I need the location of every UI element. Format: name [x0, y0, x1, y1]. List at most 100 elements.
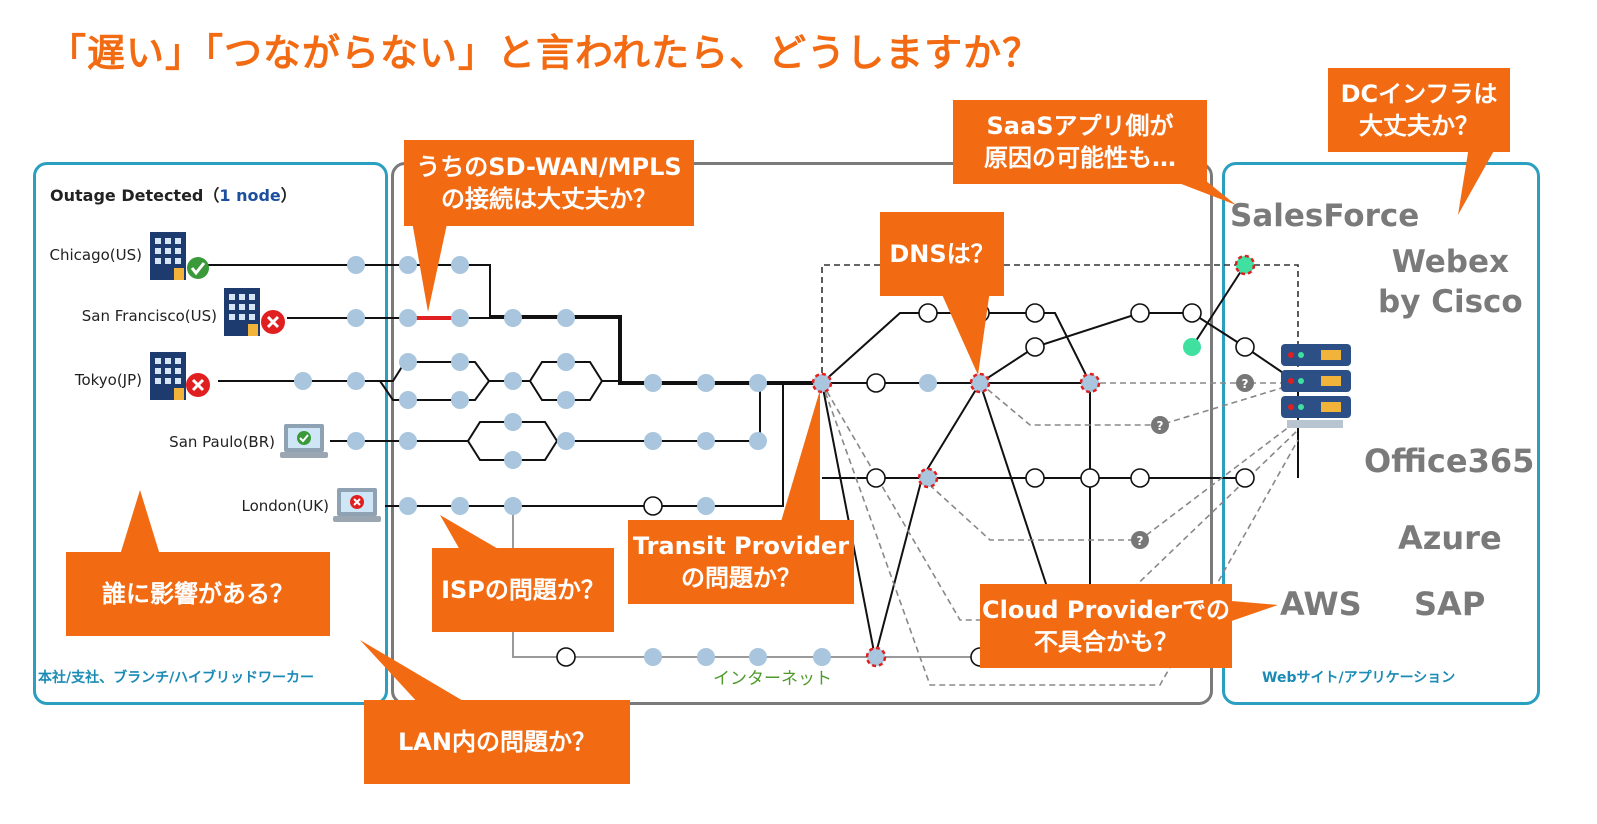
network-node — [399, 309, 417, 327]
app-azure[interactable]: Azure — [1398, 519, 1502, 557]
callout-cloud-line1: Cloud Providerでの — [981, 595, 1231, 624]
callout-pointer — [410, 210, 450, 312]
network-node — [451, 309, 469, 327]
laptop-icon — [280, 424, 328, 458]
network-node — [399, 391, 417, 409]
callout-transit: Transit Provider の問題か？ — [628, 520, 854, 604]
path-bold-backbone — [490, 315, 822, 385]
fault-node — [1079, 372, 1101, 394]
path-salesforce — [1191, 264, 1246, 348]
callout-pointer — [1220, 600, 1278, 625]
network-node-white — [1025, 337, 1045, 357]
app-sap[interactable]: SAP — [1414, 585, 1486, 623]
branch-panel-footer: 本社/支社、ブランチ/ハイブリッドワーカー — [38, 670, 314, 686]
callout-dc-line2: 大丈夫か？ — [1358, 112, 1479, 140]
callout-sdwan-line1: うちのSD-WAN/MPLS — [416, 152, 682, 181]
network-node-white — [1025, 303, 1045, 323]
network-node — [644, 374, 662, 392]
network-node — [749, 374, 767, 392]
location-san-paulo[interactable]: San Paulo(BR) — [169, 433, 275, 451]
fault-node — [865, 646, 887, 668]
network-node — [749, 432, 767, 450]
fault-node — [917, 467, 939, 489]
location-san-francisco[interactable]: San Francisco(US) — [81, 307, 217, 325]
app-webex-line2: by Cisco — [1378, 284, 1523, 321]
callout-isp-text: ISPの問題か？ — [441, 575, 605, 604]
application-panel — [1222, 162, 1540, 705]
outage-node-count: 1 node — [219, 186, 281, 205]
network-node — [557, 353, 575, 371]
unknown-marker-icon — [1236, 374, 1254, 392]
network-node — [504, 413, 522, 431]
network-node-white — [918, 303, 938, 323]
callout-dc: DCインフラは大丈夫か？ — [1328, 68, 1510, 152]
network-node-white — [1130, 303, 1150, 323]
path-saopaulo — [330, 383, 761, 442]
callout-pointer — [120, 490, 160, 555]
dashed-path-3 — [921, 419, 1299, 541]
network-node — [557, 309, 575, 327]
network-node — [451, 353, 469, 371]
callout-transit-line2: の問題か？ — [681, 564, 801, 592]
app-aws[interactable]: AWS — [1280, 585, 1362, 623]
location-chicago[interactable]: Chicago(US) — [49, 246, 143, 264]
callout-pointer — [1458, 140, 1500, 215]
network-node-white — [1080, 468, 1100, 488]
callout-isp: ISPの問題か？ — [432, 548, 614, 632]
network-node — [294, 372, 312, 390]
network-node-white — [1130, 468, 1150, 488]
network-node — [504, 372, 522, 390]
laptop-icon — [333, 488, 381, 522]
network-node — [451, 391, 469, 409]
network-node — [399, 256, 417, 274]
callout-transit-line1: Transit Provider — [632, 531, 850, 560]
location-london[interactable]: London(UK) — [241, 497, 329, 515]
network-node-white — [1235, 337, 1255, 357]
page-title: 「遅い」「つながらない」と言われたら、どうしますか？ — [48, 31, 1042, 75]
network-node — [697, 648, 715, 666]
network-node — [697, 497, 715, 515]
outage-detected-header: Outage Detected（1 node） — [50, 182, 297, 206]
callout-pointer — [780, 390, 820, 525]
network-node — [347, 372, 365, 390]
unknown-marker-icon — [1131, 531, 1149, 549]
callout-saas-line2: 原因の可能性も… — [984, 144, 1176, 172]
healthy-node — [1183, 338, 1201, 356]
app-office365[interactable]: Office365 — [1364, 442, 1535, 480]
callout-who-text: 誰に影響がある？ — [102, 579, 294, 608]
network-node — [813, 648, 831, 666]
callout-who: 誰に影響がある？ — [66, 552, 330, 636]
unknown-marker-icon — [1151, 416, 1169, 434]
path-cloud — [979, 382, 1049, 591]
dashed-path-1 — [979, 382, 1299, 426]
network-node — [749, 648, 767, 666]
network-node — [399, 353, 417, 371]
dashed-dns-path — [821, 264, 1299, 383]
network-node — [697, 432, 715, 450]
network-node-white — [643, 496, 663, 516]
svg-text:?: ? — [1242, 377, 1249, 391]
callout-lan-text: LAN内の問題か？ — [398, 727, 596, 756]
office-building-icon — [150, 352, 210, 400]
svg-text:?: ? — [1157, 419, 1164, 433]
callout-dc-line1: DCインフラは — [1340, 79, 1498, 108]
network-node — [451, 497, 469, 515]
network-node — [557, 432, 575, 450]
app-webex[interactable]: Webex by Cisco — [1378, 242, 1523, 323]
path-core-2 — [979, 312, 1299, 384]
callout-dns-text: DNSは？ — [889, 239, 995, 268]
network-node — [644, 432, 662, 450]
network-node — [644, 648, 662, 666]
callout-saas: SaaSアプリ側が原因の可能性も… — [953, 100, 1207, 184]
callout-cloud: Cloud Providerでの不具合かも？ — [980, 584, 1232, 668]
callout-lan: LAN内の問題か？ — [364, 700, 630, 784]
network-node — [399, 432, 417, 450]
network-node — [504, 497, 522, 515]
ok-check-icon — [187, 257, 209, 279]
app-salesforce[interactable]: SalesForce — [1230, 198, 1420, 234]
location-tokyo[interactable]: Tokyo(JP) — [74, 371, 142, 389]
network-node — [399, 497, 417, 515]
network-node — [504, 309, 522, 327]
app-webex-line1: Webex — [1391, 244, 1510, 280]
network-node — [347, 256, 365, 274]
